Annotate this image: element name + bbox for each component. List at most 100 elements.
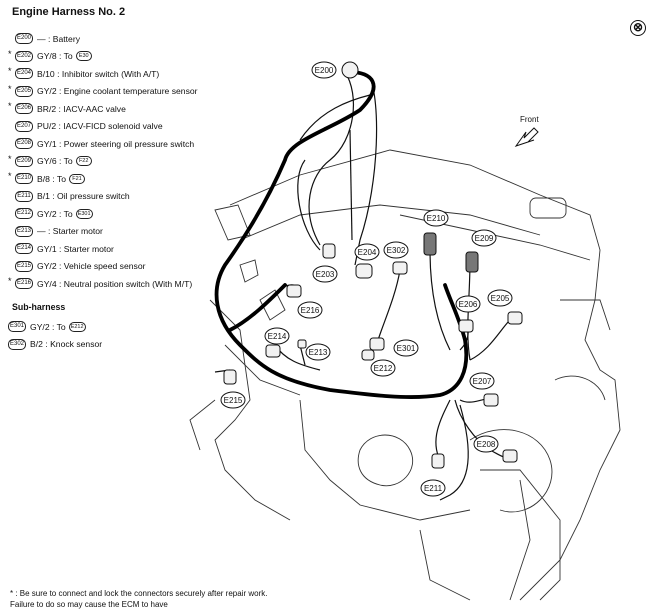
connectors [223, 61, 523, 469]
front-arrow-icon: Front [514, 115, 539, 147]
legend-row: E200— : Battery [8, 30, 213, 48]
legend-code: E214 [15, 243, 34, 255]
callout-label: E302 [387, 246, 406, 255]
callout-E212: E212 [370, 359, 396, 377]
legend-code: E213 [15, 225, 34, 237]
footnote: * : Be sure to connect and lock the conn… [10, 589, 268, 609]
legend-code: E302 [8, 338, 27, 350]
callout-label: E210 [427, 214, 446, 223]
callout-E208: E208 [473, 435, 499, 453]
legend-text: GY/2 : To [37, 208, 73, 219]
callout-E216: E216 [297, 301, 323, 319]
connector-E211 [431, 453, 445, 469]
callout-E215: E215 [220, 391, 246, 409]
callout-label: E208 [477, 440, 496, 449]
callout-label: E213 [309, 348, 328, 357]
legend-ref: E30 [75, 51, 92, 62]
callout-label: E203 [316, 270, 335, 279]
connector-E205 [507, 311, 523, 325]
callout-label: E200 [315, 66, 334, 75]
legend-text: GY/6 : To [37, 156, 73, 167]
legend-text: B/1 : Oil pressure switch [37, 191, 130, 202]
connector-E207 [483, 393, 499, 407]
legend-ref: F21 [69, 173, 85, 184]
legend-code: E211 [15, 190, 33, 202]
callout-E209: E209 [471, 229, 497, 247]
connector-E213 [297, 339, 307, 349]
legend-text: B/2 : Knock sensor [30, 339, 103, 350]
callout-label: E205 [491, 294, 510, 303]
callout-E200: E200 [311, 61, 337, 79]
legend-code: E202 [15, 50, 34, 62]
connector-E206 [458, 319, 474, 333]
callout-E204: E204 [354, 243, 380, 261]
subharness-title: Sub-harness [12, 302, 66, 312]
callout-E214: E214 [264, 327, 290, 345]
callout-E207: E207 [469, 372, 495, 390]
legend-ref: E212 [68, 321, 86, 332]
legend-code: E209 [15, 155, 34, 167]
legend-code: E215 [15, 260, 34, 272]
callout-label: E301 [397, 344, 416, 353]
callout-label: E209 [475, 234, 494, 243]
legend-star: * [8, 66, 12, 77]
callout-E205: E205 [487, 289, 513, 307]
diagram-title: Engine Harness No. 2 [12, 6, 126, 18]
callout-label: E204 [358, 248, 377, 257]
legend-star: * [8, 171, 12, 182]
legend-text: GY/2 : Engine coolant temperature sensor [37, 86, 198, 97]
connector-E215 [223, 369, 237, 385]
legend-text: GY/1 : Starter motor [37, 243, 114, 254]
front-label: Front [520, 115, 539, 124]
engine-outline [189, 149, 621, 601]
legend-text: GY/2 : Vehicle speed sensor [37, 261, 146, 272]
legend-code: E204 [15, 68, 34, 80]
legend-row: E211 B/1 : Oil pressure switch [8, 188, 213, 206]
connector-E214 [265, 344, 281, 358]
connector-E208 [502, 449, 518, 463]
legend-row: E213— : Starter motor [8, 223, 213, 241]
legend-text: GY/1 : Power steering oil pressure switc… [37, 138, 195, 149]
legend-star: * [8, 276, 12, 287]
callout-E210: E210 [423, 209, 449, 227]
callout-E206: E206 [455, 295, 481, 313]
connector-E209 [465, 251, 479, 273]
legend-code: E208 [15, 138, 34, 150]
connector-E301 [369, 337, 385, 351]
legend-code: E205 [15, 85, 34, 97]
legend-text: GY/4 : Neutral position switch (With M/T… [37, 278, 193, 289]
callout-E203: E203 [312, 265, 338, 283]
legend-star: * [8, 101, 12, 112]
callout-E301: E301 [393, 339, 419, 357]
legend-star: * [8, 83, 12, 94]
legend-code: E207 [15, 120, 34, 132]
callout-E213: E213 [305, 343, 331, 361]
connector-E216 [286, 284, 302, 298]
callout-label: E215 [224, 396, 243, 405]
callout-label: E211 [424, 484, 443, 493]
legend-text: GY/2 : To [30, 321, 66, 332]
connector-E212 [361, 349, 375, 361]
legend-text: B/8 : To [37, 173, 66, 184]
close-icon[interactable]: ⊗ [630, 20, 646, 36]
branch-wires [214, 71, 511, 501]
legend-text: — : Battery [37, 33, 80, 44]
legend-code: E301 [8, 321, 27, 333]
legend-text: — : Starter motor [37, 226, 103, 237]
connector-E302 [392, 261, 408, 275]
legend-ref: E301 [75, 208, 93, 219]
legend-star: * [8, 153, 12, 164]
legend-code: E210 [15, 173, 34, 185]
callout-label: E216 [301, 306, 320, 315]
legend-code: E200 [15, 33, 34, 45]
